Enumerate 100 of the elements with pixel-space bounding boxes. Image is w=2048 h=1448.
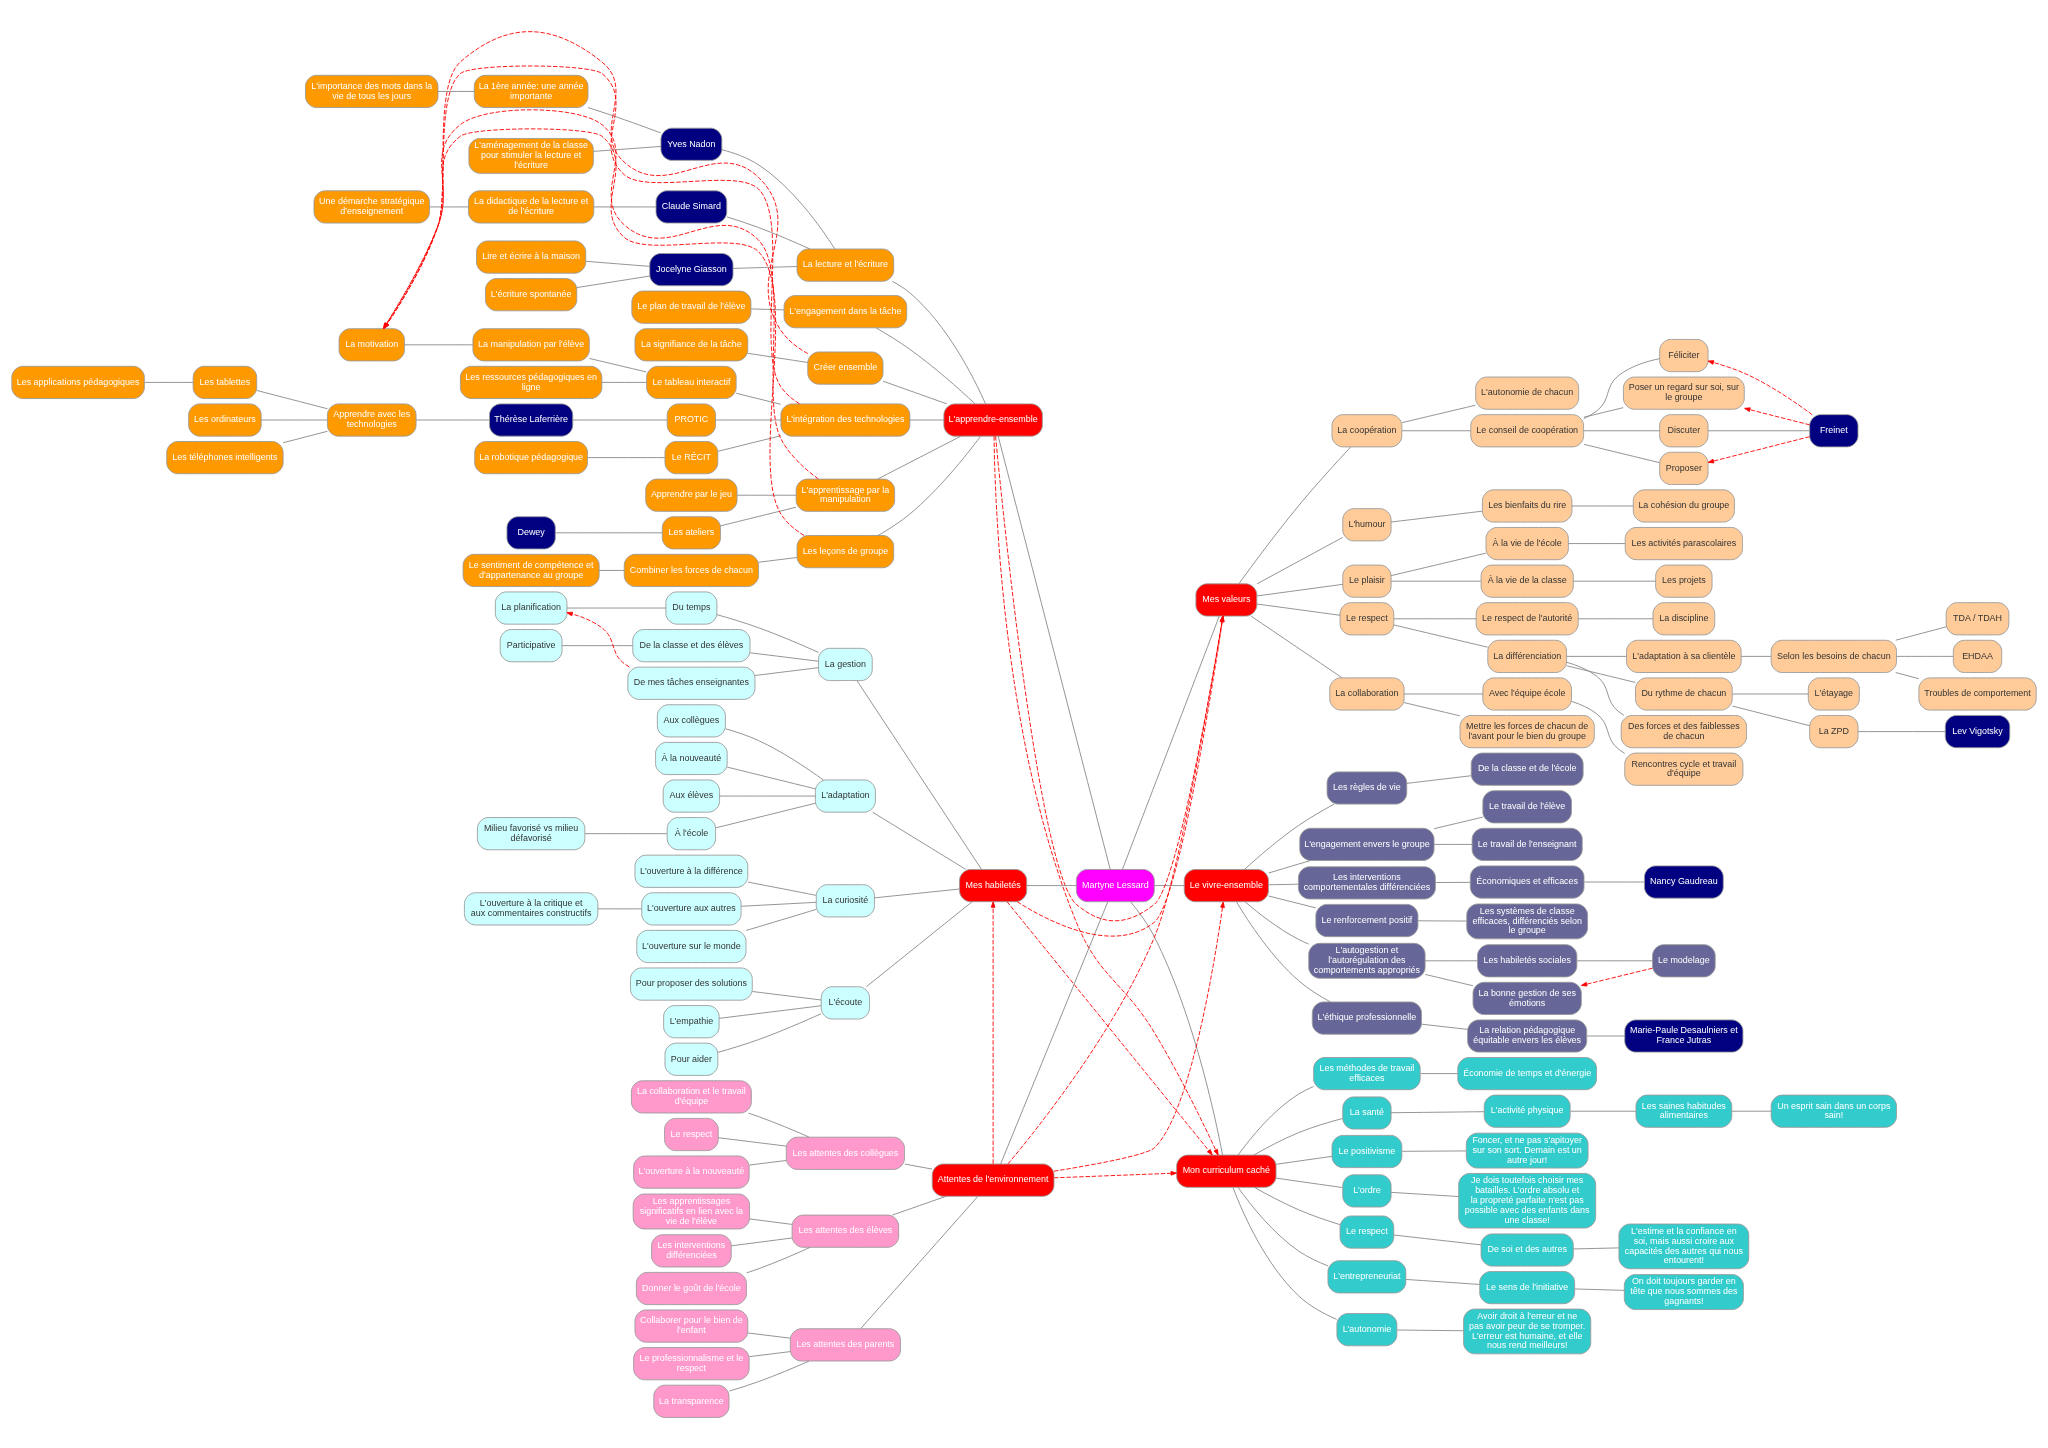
connector [747,1332,791,1339]
node-box: Mon curriculum caché [1176,1154,1277,1188]
connector [749,1218,793,1225]
node-box: L'engagement dans la tâche [783,294,908,328]
connector [1268,895,1317,908]
connector [554,531,663,533]
node-box: Les apprentissages significatifs en lien avec la vie de l'élève [632,1193,751,1229]
connector [877,435,962,480]
node-box: La différenciation [1487,639,1567,673]
connector [860,1195,979,1329]
node-box: La gestion [818,647,873,681]
connector [437,90,475,92]
arrow [566,611,630,667]
node-box: La collaboration et le travail d'équipe [630,1079,752,1113]
connector [719,795,816,796]
connector [1576,959,1653,961]
node-box: La coopération [1331,413,1403,447]
node-box: La bonne gestion de ses émotions [1472,981,1582,1015]
connector [874,888,960,898]
node-box: Avoir droit à l'erreur et ne pas avoir peur de se tromper. L'erreur est humaine, et elle nous rend meilleurs! [1463,1308,1592,1354]
node-box: L'empathie [663,1004,720,1038]
node-box: La discipline [1652,601,1716,635]
node-box: L'autonomie [1336,1312,1398,1346]
node-box: À la vie de la classe [1480,564,1574,598]
node-box: Les attentes des collègues [785,1136,905,1170]
node-box: Le renforcement positif [1315,903,1419,937]
connector [1232,1186,1338,1320]
arrow [1707,359,1813,415]
node-box: De soi et des autres [1480,1232,1574,1267]
connector [726,766,816,789]
connector [748,1159,787,1165]
connector [260,419,328,420]
node-box: Les téléphones intelligents [166,440,284,474]
connector [718,1136,787,1147]
connector [1424,973,1474,986]
node-box: L'ouverture à la nouveauté [633,1155,750,1189]
connector [909,419,945,420]
node-box: Avec l'équipe école [1482,676,1572,711]
node-box: Apprendre avec les technologies [327,402,417,437]
node-box: Donner le goût de l'école [635,1271,747,1305]
connector [1390,580,1482,582]
connector [1238,446,1351,584]
connector [1153,884,1185,886]
connector [997,435,1111,870]
connector [404,343,474,345]
connector [758,556,798,563]
node-box: Le plaisir [1342,564,1392,598]
connector [1401,429,1471,431]
connector [1421,1023,1468,1030]
connector [1244,900,1310,945]
connector [1895,671,1920,679]
node-box: Le RÉCIT [664,440,719,474]
node-box: Le conseil de coopération [1470,413,1585,447]
connector [717,1012,822,1053]
node-box: Nancy Gaudreau [1644,864,1724,899]
node-box: La planification [494,590,568,625]
node-box: Selon les besoins de chacun [1770,639,1897,673]
connector [1390,552,1487,576]
node-box: L'étayage [1807,676,1860,711]
node-box: Discuter [1659,413,1709,447]
node-box: L'importance des mots dans la vie de tous les jours [305,74,439,108]
node-box: Jocelyne Giasson [649,252,734,286]
arrow [1580,967,1653,986]
node-box: L'écoute [820,985,870,1019]
connector [572,419,668,420]
node-box: Pour proposer des solutions [630,967,753,1001]
connector [1895,625,1947,641]
connector [1244,803,1335,870]
node-box: EHDAA [1952,639,2003,673]
node-box: La ZPD [1809,714,1859,748]
connector [732,265,798,269]
arrow [995,435,1225,921]
connector [1583,443,1660,463]
node-box: L'ordre [1342,1173,1392,1207]
connector [721,148,836,249]
connector [561,644,633,646]
connector [877,435,981,536]
connector [598,569,625,571]
node-box: L'entrepreneuriat [1327,1259,1407,1293]
connector [746,1246,811,1273]
arrow [1744,406,1810,425]
node-box: Les leçons de groupe [796,534,895,568]
node-box: Proposer [1659,451,1709,485]
node-box: De mes tâches enseignantes [627,666,756,700]
connector [875,326,976,404]
node-box: Le sens de l'initiative [1479,1270,1576,1304]
node-box: L'adaptation [814,779,876,813]
connector [589,357,647,372]
node-box: Le respect [1339,601,1395,635]
connector [1896,655,1954,657]
node-box: La signifiance de la tâche [634,327,749,361]
connector [587,106,662,133]
connector [576,275,651,288]
connector [1237,1186,1329,1266]
connector [1566,655,1627,657]
node-box: Aux collègues [656,703,726,737]
connector [1390,1191,1459,1197]
node-box: Les applications pédagogiques [11,365,145,399]
connector [1236,901,1331,1002]
connector [1000,900,1109,1164]
